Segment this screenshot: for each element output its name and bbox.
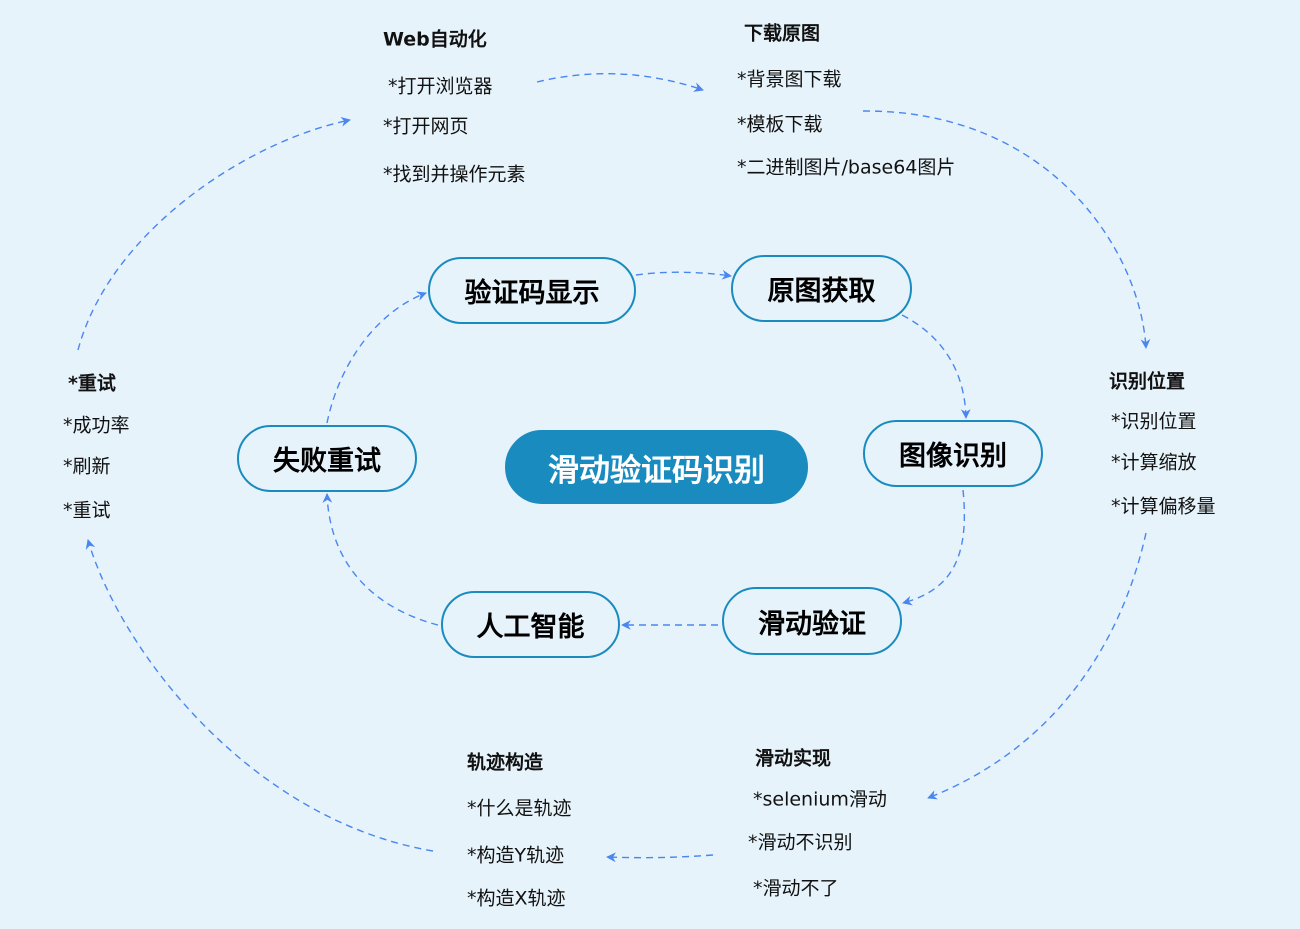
- arrow-retry-to-web: [77, 116, 351, 351]
- group-track-title: 轨迹构造: [467, 751, 544, 774]
- center-title: 滑动验证码识别: [505, 430, 808, 504]
- group-locate-item: *计算缩放: [1111, 451, 1197, 474]
- arrow-locate-to-slide: [927, 532, 1147, 800]
- arrow-fetch-to-recognize: [901, 314, 971, 419]
- node-recognize: 图像识别: [863, 420, 1043, 487]
- node-display: 验证码显示: [428, 257, 636, 324]
- group-slide-item: *滑动不识别: [748, 831, 853, 854]
- group-track-item: *构造Y轨迹: [467, 844, 565, 867]
- group-web-item: *找到并操作元素: [383, 163, 526, 186]
- group-track-item: *构造X轨迹: [467, 887, 566, 910]
- arrow-download-to-locate: [862, 110, 1151, 349]
- group-web-title: Web自动化: [383, 28, 487, 51]
- group-locate-item: *识别位置: [1111, 410, 1197, 433]
- group-locate-title: 识别位置: [1109, 370, 1186, 393]
- group-slide-item: *滑动不了: [753, 877, 839, 900]
- group-retry-title: *重试: [68, 372, 116, 395]
- group-slide-item: *selenium滑动: [753, 788, 887, 811]
- arrow-retry-to-display: [326, 291, 427, 424]
- group-track-item: *什么是轨迹: [467, 797, 572, 820]
- group-retry-item: *重试: [63, 499, 111, 522]
- node-fetch: 原图获取: [731, 255, 912, 322]
- arrow-recognize-to-slide: [902, 489, 966, 606]
- group-web-item: *打开网页: [383, 115, 469, 138]
- node-ai: 人工智能: [441, 591, 620, 658]
- node-retry: 失败重试: [237, 425, 417, 492]
- group-locate-item: *计算偏移量: [1111, 495, 1216, 518]
- arrow-track-to-retry: [85, 539, 434, 852]
- arrow-slide-to-track: [606, 852, 714, 863]
- group-download-item: *模板下载: [737, 113, 823, 136]
- group-download-item: *背景图下载: [737, 68, 842, 91]
- group-web-item: *打开浏览器: [388, 75, 493, 98]
- group-retry-item: *刷新: [63, 455, 111, 478]
- arrow-web-to-download: [536, 72, 704, 92]
- arrow-ai-to-retry: [322, 493, 439, 626]
- node-slide: 滑动验证: [722, 587, 902, 655]
- group-download-title: 下载原图: [744, 22, 821, 45]
- group-retry-item: *成功率: [63, 414, 130, 437]
- group-slide-title: 滑动实现: [755, 747, 832, 770]
- group-download-item: *二进制图片/base64图片: [737, 156, 956, 179]
- arrow-display-to-fetch: [635, 269, 732, 280]
